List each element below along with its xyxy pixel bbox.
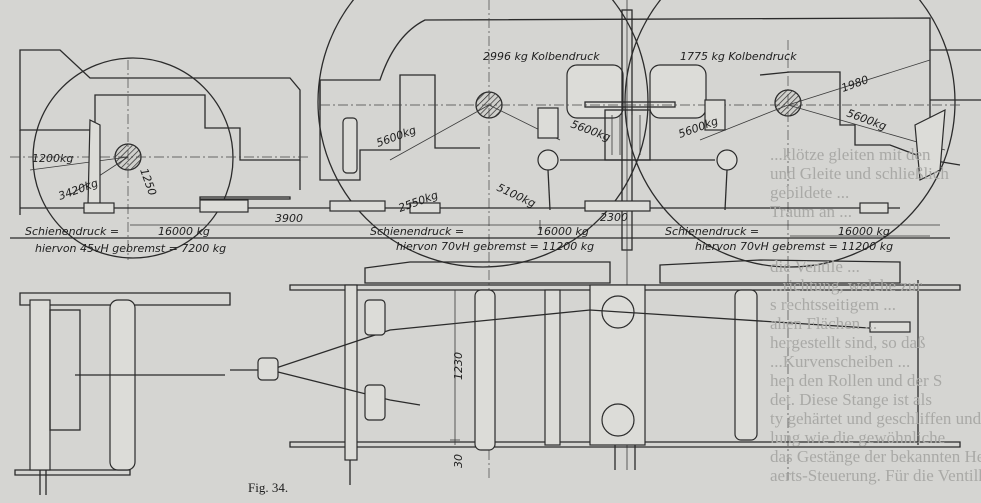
axle-left-plan <box>109 299 136 471</box>
dimension-2300: 2300 <box>600 211 628 224</box>
wheel-middle <box>317 0 649 268</box>
rail-pressure-label: Schienendruck = <box>370 225 464 238</box>
force-label: 1200kg <box>32 152 73 165</box>
wheel-left <box>32 57 234 259</box>
figure-caption: Fig. 34. <box>248 480 288 495</box>
frame-outline-main <box>319 17 981 110</box>
dimension-1980: 1980 <box>840 73 871 95</box>
force-label: 5600kg <box>845 107 888 133</box>
dimension-1250: 1250 <box>137 167 159 198</box>
rail-pressure-value: 16000 kg <box>838 225 890 238</box>
dimension-1230: 1230 <box>452 352 465 380</box>
rail-pressure-label: Schienendruck = <box>665 225 759 238</box>
force-label: 5600kg <box>375 123 418 149</box>
axle-right-plan <box>734 289 758 441</box>
axle-middle-plan <box>474 289 496 451</box>
force-label: 5600kg <box>569 118 612 144</box>
braked-share: hiervon 70vH gebremst = 11200 kg <box>695 240 893 253</box>
crossmember-left <box>344 284 358 461</box>
frame-bar-bottom <box>289 441 961 448</box>
force-label: 5100kg <box>495 181 538 210</box>
rail-pressure-value: 16000 kg <box>537 225 589 238</box>
plan-view <box>14 259 961 495</box>
brake-block-right <box>914 108 946 181</box>
dimension-3900: 3900 <box>275 212 303 225</box>
frame-bar-top <box>289 284 961 291</box>
rail-pressure-label: Schienendruck = <box>25 225 119 238</box>
braked-share: hiervon 70vH gebremst = 11200 kg <box>396 240 594 253</box>
piston-force-right-label: 1775 kg Kolbendruck <box>680 50 797 63</box>
brake-cylinder-right <box>649 64 707 119</box>
wheel-right <box>624 0 956 268</box>
frame-bar-left <box>14 469 131 476</box>
braked-share: hiervon 45vH gebremst = 7200 kg <box>35 242 226 255</box>
piston-force-left-label: 2996 kg Kolbendruck <box>483 50 600 63</box>
elevation-view <box>10 0 981 480</box>
drawing-labels: 2996 kg Kolbendruck 1775 kg Kolbendruck … <box>25 50 893 495</box>
rail-pressure-value: 16000 kg <box>158 225 210 238</box>
dimension-30: 30 <box>452 454 465 468</box>
frame-outline-left <box>19 49 301 161</box>
